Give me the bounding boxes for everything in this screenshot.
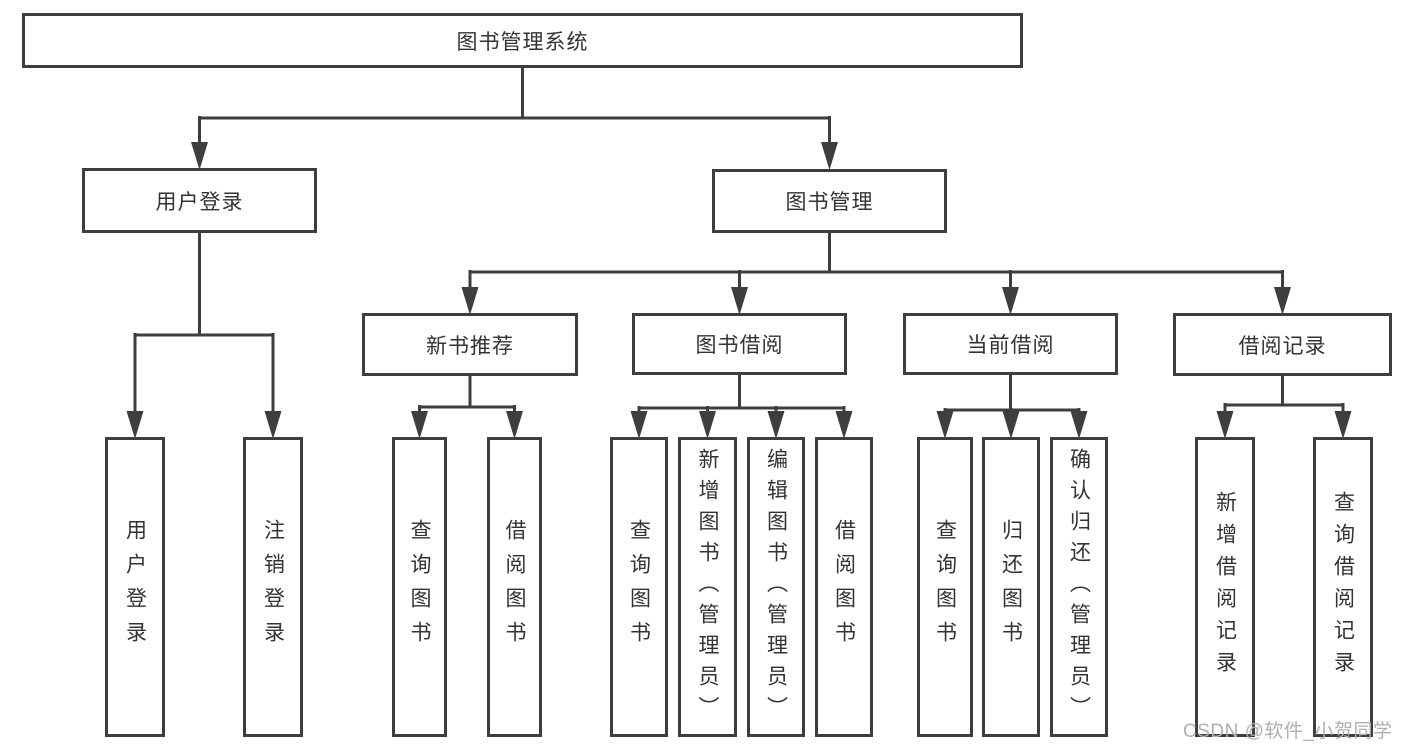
leaf-borrow-edit-books-admin: 编辑图书（管理员） [747,437,805,737]
arrowhead [1274,287,1291,315]
arrowhead [699,411,716,439]
leaf-logout-login-label: 注销登录 [261,519,285,655]
leaf-borrow-query-books-label: 查询图书 [627,519,651,655]
connector-book-borrow-children [630,375,853,439]
node-user-login-label: 用户登录 [155,190,244,214]
leaf-current-query-books: 查询图书 [917,437,973,737]
leaf-borrow-borrow-books: 借阅图书 [815,437,873,737]
leaf-newbook-borrow-books: 借阅图书 [487,437,542,737]
arrowhead [1216,411,1234,439]
node-borrow-records-label: 借阅记录 [1238,334,1327,358]
leaf-records-add-record-label: 新增借阅记录 [1213,491,1237,683]
connector-borrow-records-children [1216,376,1352,439]
leaf-user-login: 用户登录 [105,437,165,737]
leaf-borrow-add-books-admin: 新增图书（管理员） [678,437,737,737]
node-book-management: 图书管理 [712,169,947,233]
connector-user-login-children [126,233,282,439]
connector-root-to-level2 [191,68,838,170]
arrowhead [767,411,785,439]
node-root-label: 图书管理系统 [456,30,589,54]
arrowhead [126,411,144,439]
node-new-book-recommend: 新书推荐 [362,313,578,376]
leaf-borrow-edit-books-admin-label: 编辑图书（管理员） [764,447,788,727]
connector-new-book-children [411,376,523,439]
node-book-borrow-label: 图书借阅 [695,334,784,357]
arrowhead [731,287,748,315]
leaf-current-return-books-label: 归还图书 [999,519,1023,655]
arrowhead [1070,411,1088,439]
leaf-records-add-record: 新增借阅记录 [1195,437,1255,737]
leaf-current-confirm-return-admin: 确认归还（管理员） [1050,437,1108,737]
node-current-borrow-label: 当前借阅 [966,334,1055,357]
leaf-newbook-query-books-label: 查询图书 [408,519,431,655]
arrowhead [461,287,479,315]
leaf-current-query-books-label: 查询图书 [933,519,957,655]
arrowhead [1002,287,1019,315]
leaf-logout-login: 注销登录 [243,437,303,737]
leaf-current-confirm-return-admin-label: 确认归还（管理员） [1067,447,1091,727]
leaf-newbook-borrow-books-label: 借阅图书 [503,519,526,655]
arrowhead [1334,411,1352,439]
arrowhead [411,411,428,439]
connector-current-borrow-children [936,375,1088,439]
leaf-newbook-query-books: 查询图书 [392,437,447,737]
leaf-borrow-add-books-admin-label: 新增图书（管理员） [696,447,719,727]
connector-book-management-children [461,233,1291,315]
leaf-user-login-label: 用户登录 [123,519,147,655]
arrowhead [821,142,838,170]
arrowhead [191,142,208,170]
arrowhead [936,411,954,439]
arrowhead [835,411,853,439]
leaf-borrow-query-books: 查询图书 [610,437,668,737]
leaf-borrow-borrow-books-label: 借阅图书 [832,519,856,655]
node-user-login: 用户登录 [82,168,317,233]
leaf-records-query-record-label: 查询借阅记录 [1331,491,1355,683]
watermark: CSDN @软件_小贺同学 [1183,721,1393,742]
arrowhead [630,411,648,439]
node-borrow-records: 借阅记录 [1173,313,1392,376]
node-new-book-recommend-label: 新书推荐 [426,334,514,358]
node-book-management-label: 图书管理 [785,191,874,214]
node-book-borrow: 图书借阅 [632,313,847,375]
arrowhead [1002,411,1020,439]
arrowhead [506,411,523,439]
node-root: 图书管理系统 [22,13,1023,68]
arrowhead [264,411,282,439]
leaf-current-return-books: 归还图书 [982,437,1040,737]
leaf-records-query-record: 查询借阅记录 [1313,437,1373,737]
node-current-borrow: 当前借阅 [903,313,1118,375]
